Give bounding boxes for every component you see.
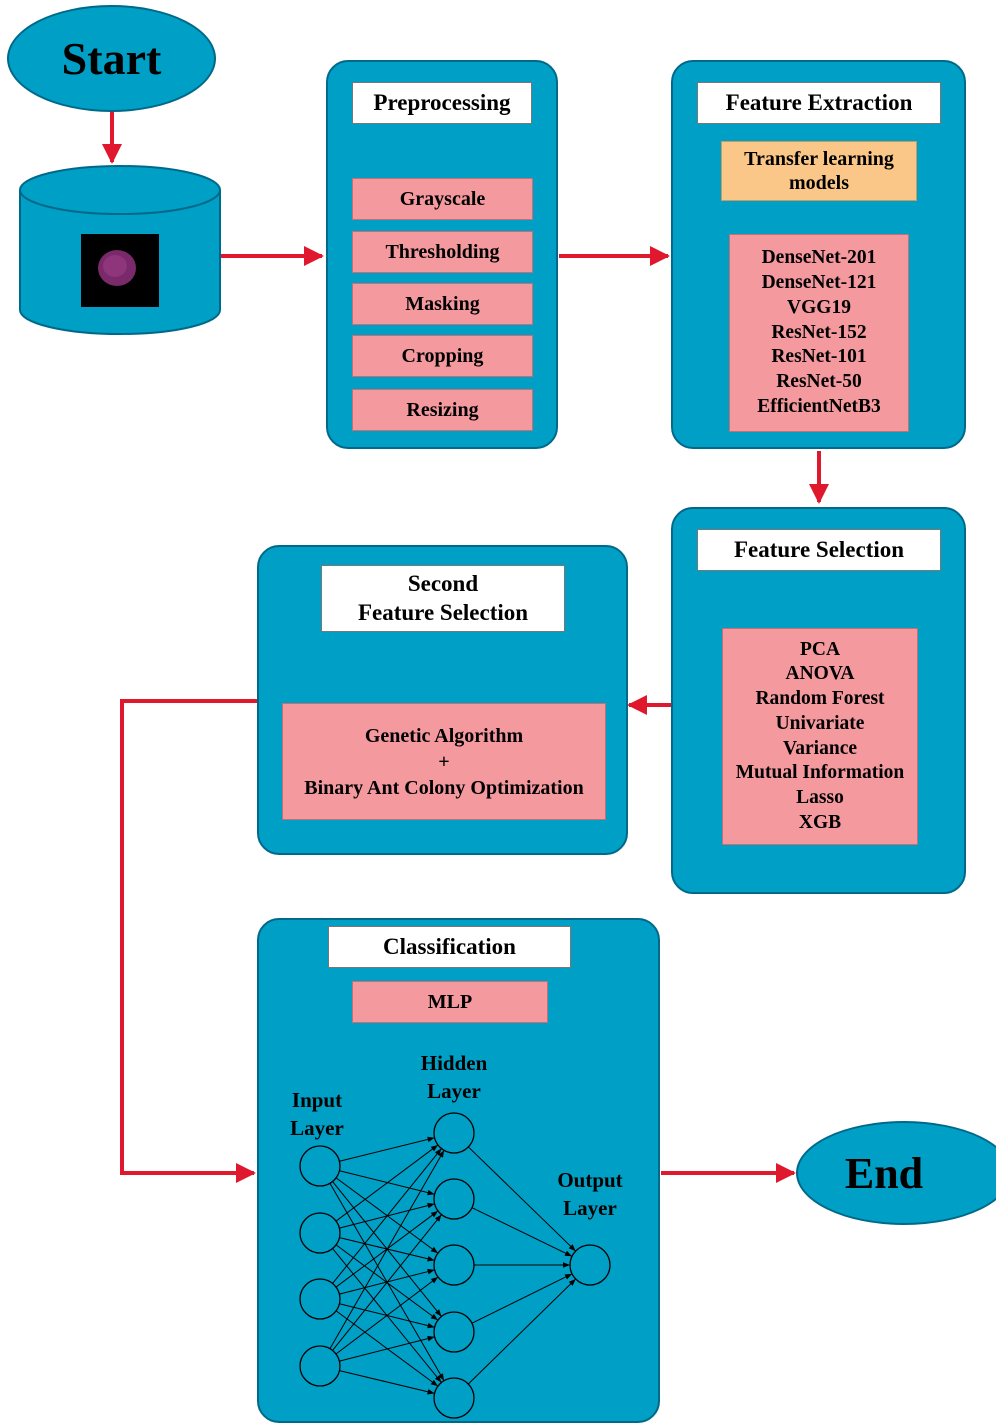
step-thresholding: Thresholding [352,231,533,273]
cell-image-thumbnail [81,234,159,307]
output-layer-line-1: Output [557,1168,623,1192]
selection-method-item: XGB [798,811,842,833]
transfer-learning-box: Transfer learning models [721,141,917,201]
step-resizing: Resizing [352,389,533,431]
end-node: End [796,1121,996,1225]
model-item: ResNet-152 [771,321,867,343]
method-binary-ant-colony: Binary Ant Colony Optimization [304,776,584,799]
second-feature-selection-title: Second Feature Selection [321,565,565,632]
selection-method-item: Univariate [775,712,865,734]
selection-method-item: Lasso [796,787,844,808]
selection-method-item: Variance [782,737,858,759]
feature-extraction-title: Feature Extraction [697,82,941,124]
selection-method-item: Mutual Information [735,762,905,784]
hidden-layer-label: Hidden Layer [404,1050,504,1106]
feature-selection-title: Feature Selection [697,529,941,571]
selection-method-item: Random Forest [755,688,885,709]
metaheuristic-methods-box: Genetic Algorithm + Binary Ant Colony Op… [282,703,606,820]
step-grayscale: Grayscale [352,178,533,220]
transfer-learning-line-2: models [789,172,849,194]
model-item: DenseNet-201 [761,247,877,269]
selection-method-item: PCA [799,638,841,660]
transfer-learning-line-1: Transfer learning [744,147,894,170]
selection-method-list: PCA ANOVA Random Forest Univariate Varia… [722,628,918,845]
method-plus-sign: + [438,750,450,773]
selection-method-item: ANOVA [785,663,855,685]
input-layer-line-1: Input [291,1088,343,1112]
step-masking: Masking [352,283,533,325]
second-selection-title-line-1: Second [407,571,479,597]
model-item: VGG19 [787,296,851,318]
hidden-layer-line-1: Hidden [420,1051,488,1075]
preprocessing-title: Preprocessing [352,82,532,124]
end-label: End [844,1148,924,1198]
classification-title: Classification [328,926,571,968]
output-layer-label: Output Layer [540,1167,640,1223]
input-layer-line-2: Layer [290,1115,344,1140]
method-genetic-algorithm: Genetic Algorithm [364,724,524,747]
model-item: EfficientNetB3 [757,395,881,417]
model-item: DenseNet-121 [761,272,877,294]
model-list-box: DenseNet-201 DenseNet-121 VGG19 ResNet-1… [729,234,909,432]
arrow-second-selection-to-classification [120,699,257,1183]
second-selection-title-line-2: Feature Selection [357,599,529,625]
start-label: Start [61,33,162,84]
mlp-model-box: MLP [352,981,548,1023]
hidden-layer-line-2: Layer [427,1078,481,1103]
model-item: ResNet-101 [771,346,867,368]
input-layer-label: Input Layer [267,1087,367,1143]
start-node: Start [7,5,216,112]
step-cropping: Cropping [352,335,533,377]
model-item: ResNet-50 [776,371,862,393]
output-layer-line-2: Layer [563,1195,617,1220]
